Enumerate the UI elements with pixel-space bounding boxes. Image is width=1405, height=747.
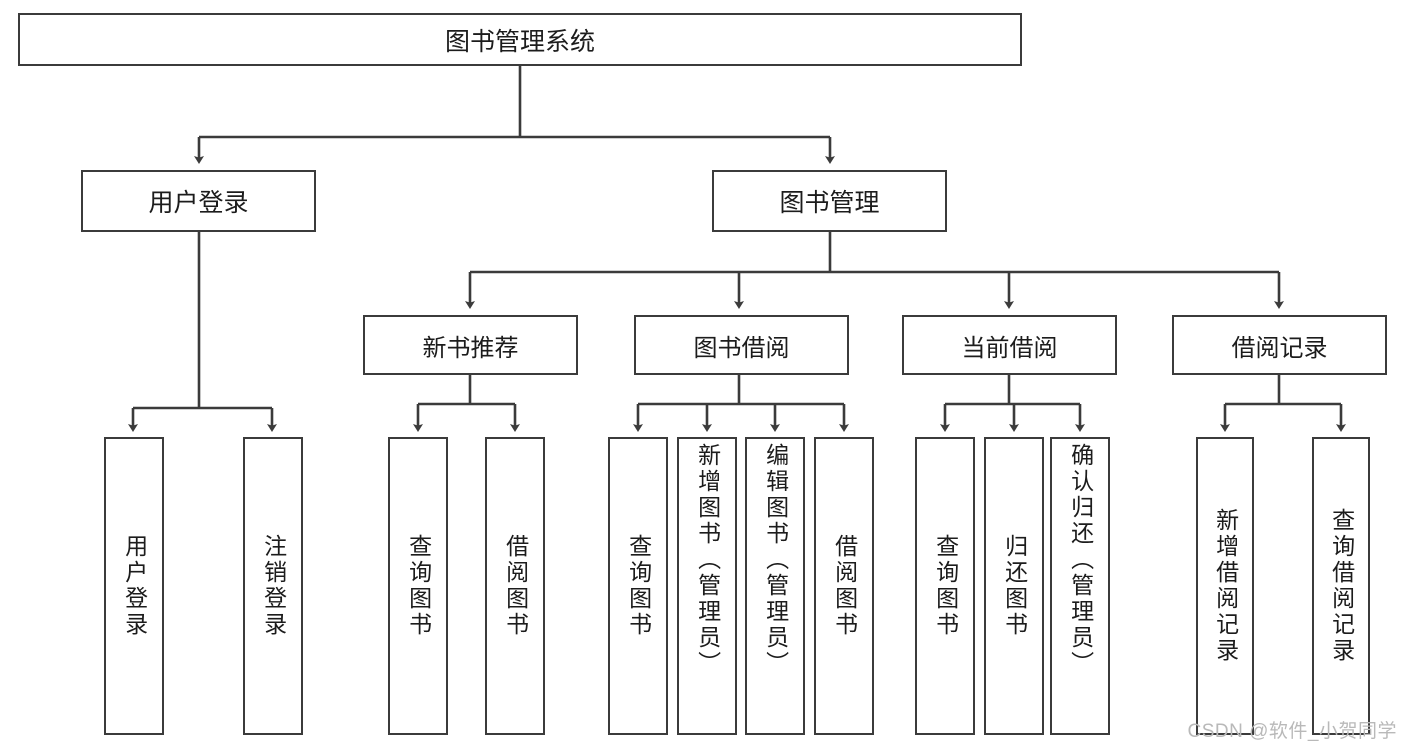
leaf-query-book-borrow[interactable]: 查询图书 bbox=[608, 437, 668, 735]
node-label: 用户登录 bbox=[148, 189, 249, 217]
node-label: 借阅记录 bbox=[1231, 334, 1328, 362]
node-label: 图书管理系统 bbox=[444, 27, 595, 56]
leaf-label: 新增图书（管理员） bbox=[694, 443, 721, 677]
node-root-system[interactable]: 图书管理系统 bbox=[18, 13, 1022, 66]
node-current-borrow[interactable]: 当前借阅 bbox=[902, 315, 1117, 375]
leaf-label: 新增借阅记录 bbox=[1212, 508, 1239, 664]
node-label: 当前借阅 bbox=[961, 334, 1058, 362]
node-label: 新书推荐 bbox=[422, 334, 519, 362]
node-new-book-recommend[interactable]: 新书推荐 bbox=[363, 315, 578, 375]
leaf-label: 用户登录 bbox=[121, 534, 148, 638]
node-borrow-record[interactable]: 借阅记录 bbox=[1172, 315, 1387, 375]
leaf-query-borrow-record[interactable]: 查询借阅记录 bbox=[1312, 437, 1370, 735]
leaf-confirm-return-admin[interactable]: 确认归还（管理员） bbox=[1050, 437, 1110, 735]
leaf-label: 查询借阅记录 bbox=[1328, 508, 1355, 664]
leaf-borrow-book-recommend[interactable]: 借阅图书 bbox=[485, 437, 545, 735]
leaf-edit-book-admin[interactable]: 编辑图书（管理员） bbox=[745, 437, 805, 735]
leaf-query-book-recommend[interactable]: 查询图书 bbox=[388, 437, 448, 735]
leaf-label: 编辑图书（管理员） bbox=[762, 443, 789, 677]
node-label: 图书管理 bbox=[779, 189, 880, 217]
leaf-user-login[interactable]: 用户登录 bbox=[104, 437, 164, 735]
leaf-borrow-book[interactable]: 借阅图书 bbox=[814, 437, 874, 735]
node-user-login[interactable]: 用户登录 bbox=[81, 170, 316, 232]
leaf-add-borrow-record[interactable]: 新增借阅记录 bbox=[1196, 437, 1254, 735]
watermark: CSDN @软件_小贺同学 bbox=[1187, 721, 1397, 742]
leaf-label: 归还图书 bbox=[1001, 534, 1028, 638]
leaf-label: 查询图书 bbox=[405, 534, 432, 638]
node-book-borrow[interactable]: 图书借阅 bbox=[634, 315, 849, 375]
leaf-logout[interactable]: 注销登录 bbox=[243, 437, 303, 735]
leaf-label: 查询图书 bbox=[625, 534, 652, 638]
leaf-query-book-current[interactable]: 查询图书 bbox=[915, 437, 975, 735]
leaf-label: 确认归还（管理员） bbox=[1067, 443, 1094, 677]
leaf-label: 借阅图书 bbox=[831, 534, 858, 638]
leaf-label: 注销登录 bbox=[260, 534, 287, 638]
leaf-return-book[interactable]: 归还图书 bbox=[984, 437, 1044, 735]
node-label: 图书借阅 bbox=[693, 334, 790, 362]
leaf-add-book-admin[interactable]: 新增图书（管理员） bbox=[677, 437, 737, 735]
leaf-label: 查询图书 bbox=[932, 534, 959, 638]
leaf-label: 借阅图书 bbox=[502, 534, 529, 638]
node-book-management[interactable]: 图书管理 bbox=[712, 170, 947, 232]
